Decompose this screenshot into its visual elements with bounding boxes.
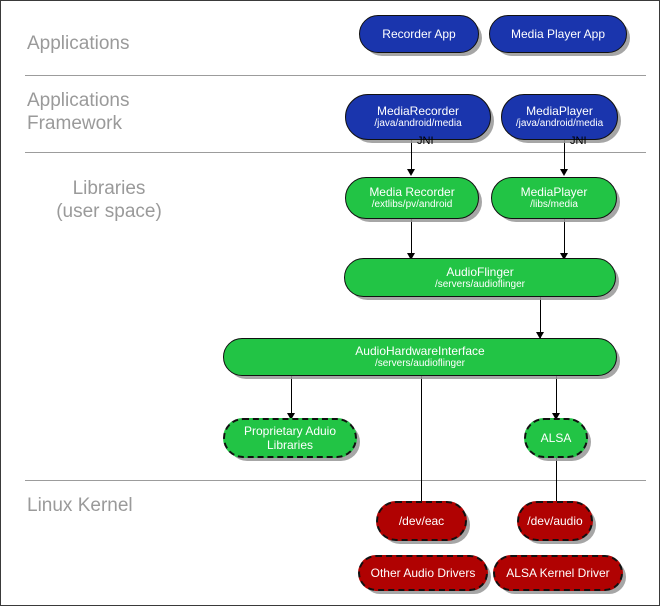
node-title: /dev/eac [398,514,445,528]
node-title: Proprietary Aduio [243,424,337,438]
node-subtitle: /java/android/media [515,118,604,129]
connector-alsa-to-dev-audio [556,457,557,519]
connector-mediarecorder-lib-to-audioflinger [411,218,412,258]
node-title: AudioFlinger [446,264,514,279]
node-dev-eac[interactable]: /dev/eac [376,501,467,541]
node-proprietary-audio-libraries[interactable]: Proprietary Aduio Libraries [223,418,357,458]
node-mediarecorder-framework[interactable]: MediaRecorder /java/android/media [345,94,491,140]
node-audiohardwareinterface[interactable]: AudioHardwareInterface /servers/audiofli… [223,338,617,376]
edge-label-jni-right: JNI [570,135,587,147]
node-subtitle: /servers/audioflinger [374,358,466,369]
node-title: Media Recorder [369,185,455,199]
connector-ahi-to-dev-eac [421,375,422,519]
node-title: MediaPlayer [526,104,593,118]
layer-label-applications-framework: Applications Framework [27,90,130,134]
arrowhead-audioflinger-right [560,253,568,260]
node-title: Other Audio Drivers [370,566,476,580]
node-title: MediaPlayer [520,185,588,199]
layer-label-linux-kernel: Linux Kernel [27,495,133,516]
node-subtitle: /servers/audioflinger [434,278,526,290]
node-mediaplayer-framework[interactable]: MediaPlayer /java/android/media [501,94,618,140]
node-title: ALSA [540,431,572,445]
node-title: ALSA Kernel Driver [506,566,610,580]
node-dev-audio[interactable]: /dev/audio [517,501,593,541]
edge-label-jni-left: JNI [417,135,434,147]
divider-applications-framework [25,152,646,153]
connector-mediaplayer-fw-to-lib [564,140,565,173]
node-recorder-app[interactable]: Recorder App [359,15,479,53]
node-title: MediaRecorder [376,104,460,118]
node-subtitle: /libs/media [530,199,578,210]
arrowhead-audiohardwareinterface [536,332,544,339]
node-media-recorder-library[interactable]: Media Recorder /extlibs/pv/android [345,177,479,219]
divider-applications [25,75,646,76]
node-subtitle: Libraries [266,438,314,452]
node-title: AudioHardwareInterface [355,344,485,358]
divider-linux-kernel [25,480,646,481]
arrowhead-mediaplayer-lib [560,169,568,176]
connector-audioflinger-to-audiohardwareinterface [540,297,541,339]
arrowhead-alsa [552,413,560,420]
connector-mediaplayer-lib-to-audioflinger [564,218,565,258]
node-audioflinger[interactable]: AudioFlinger /servers/audioflinger [344,258,616,297]
layer-label-applications: Applications [27,33,130,54]
node-title: /dev/audio [527,514,583,528]
node-subtitle: /java/android/media [374,118,462,129]
node-alsa[interactable]: ALSA [524,418,588,458]
connector-ahi-to-proprietary [291,375,292,419]
connector-ahi-to-alsa [556,375,557,419]
node-other-audio-drivers[interactable]: Other Audio Drivers [358,555,488,591]
node-alsa-kernel-driver[interactable]: ALSA Kernel Driver [493,555,623,591]
node-subtitle: /extlibs/pv/android [371,199,453,210]
node-mediaplayer-library[interactable]: MediaPlayer /libs/media [491,177,617,219]
arrowhead-mediarecorder-lib [407,169,415,176]
arrowhead-proprietary-audio [287,413,295,420]
arrowhead-audioflinger-left [407,253,415,260]
node-title: Media Player App [510,27,606,41]
node-media-player-app[interactable]: Media Player App [489,15,627,53]
layer-label-libraries: Libraries (user space) [56,178,162,222]
node-title: Recorder App [382,27,456,41]
connector-mediarecorder-fw-to-lib [411,140,412,173]
